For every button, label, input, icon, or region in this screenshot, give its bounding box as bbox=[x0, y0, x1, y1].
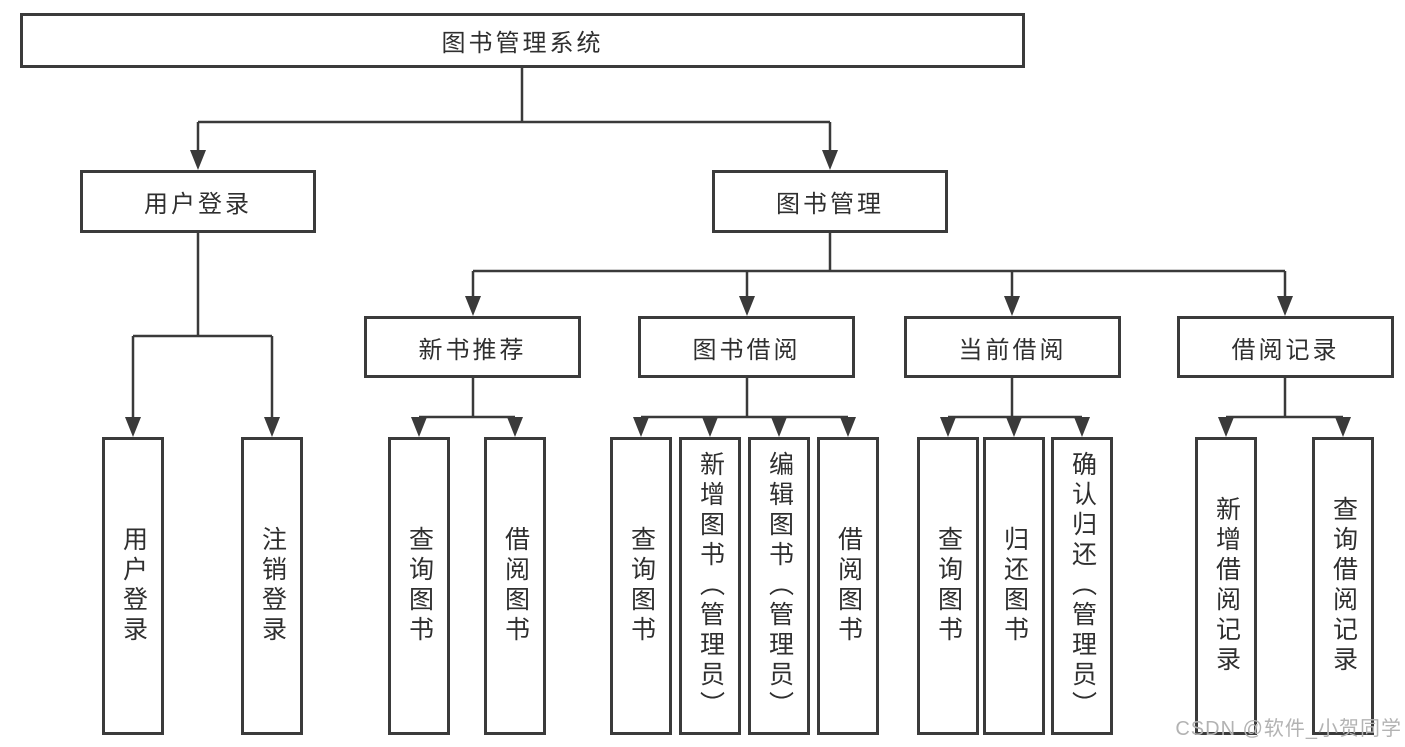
leaf-borrow-edit-book-admin: 编辑图书（管理员） bbox=[748, 437, 810, 735]
node-new-book-recommend: 新书推荐 bbox=[364, 316, 581, 378]
node-user-login: 用户登录 bbox=[80, 170, 316, 233]
node-book-management: 图书管理 bbox=[712, 170, 948, 233]
node-label: 用户登录 bbox=[144, 191, 252, 218]
node-label: 借阅记录 bbox=[1231, 336, 1340, 364]
node-label: 查询图书 bbox=[934, 526, 963, 646]
leaf-records-add-borrow-record: 新增借阅记录 bbox=[1195, 437, 1257, 735]
node-label: 新书推荐 bbox=[418, 336, 527, 364]
leaf-borrow-borrow-book: 借阅图书 bbox=[817, 437, 879, 735]
node-label: 图书管理系统 bbox=[441, 30, 604, 57]
leaf-records-query-borrow-record: 查询借阅记录 bbox=[1312, 437, 1374, 735]
leaf-current-return-book: 归还图书 bbox=[983, 437, 1045, 735]
node-label: 借阅图书 bbox=[501, 526, 530, 646]
node-label: 图书借阅 bbox=[692, 336, 801, 364]
node-label: 确认归还（管理员） bbox=[1068, 451, 1097, 721]
node-book-borrow: 图书借阅 bbox=[638, 316, 855, 378]
node-label: 用户登录 bbox=[119, 526, 148, 646]
leaf-borrow-add-book-admin: 新增图书（管理员） bbox=[679, 437, 741, 735]
node-label: 新增图书（管理员） bbox=[696, 451, 725, 721]
leaf-borrow-query-book: 查询图书 bbox=[610, 437, 672, 735]
leaf-current-query-book: 查询图书 bbox=[917, 437, 979, 735]
node-label: 图书管理 bbox=[776, 191, 884, 218]
node-label: 当前借阅 bbox=[958, 336, 1067, 364]
node-label: 查询图书 bbox=[405, 526, 434, 646]
leaf-recommend-query-book: 查询图书 bbox=[388, 437, 450, 735]
node-label: 编辑图书（管理员） bbox=[765, 451, 794, 721]
leaf-current-confirm-return-admin: 确认归还（管理员） bbox=[1051, 437, 1113, 735]
node-label: 查询图书 bbox=[627, 526, 656, 646]
leaf-recommend-borrow-book: 借阅图书 bbox=[484, 437, 546, 735]
node-borrow-records: 借阅记录 bbox=[1177, 316, 1394, 378]
node-label: 归还图书 bbox=[1000, 526, 1029, 646]
node-current-borrow: 当前借阅 bbox=[904, 316, 1121, 378]
node-label: 借阅图书 bbox=[834, 526, 863, 646]
node-label: 查询借阅记录 bbox=[1329, 496, 1358, 676]
node-library-management-system: 图书管理系统 bbox=[20, 13, 1025, 68]
node-label: 新增借阅记录 bbox=[1212, 496, 1241, 676]
leaf-logout-login: 注销登录 bbox=[241, 437, 303, 735]
leaf-user-login: 用户登录 bbox=[102, 437, 164, 735]
node-label: 注销登录 bbox=[258, 526, 287, 646]
watermark-text: CSDN @软件_小贺同学 bbox=[1175, 718, 1402, 740]
